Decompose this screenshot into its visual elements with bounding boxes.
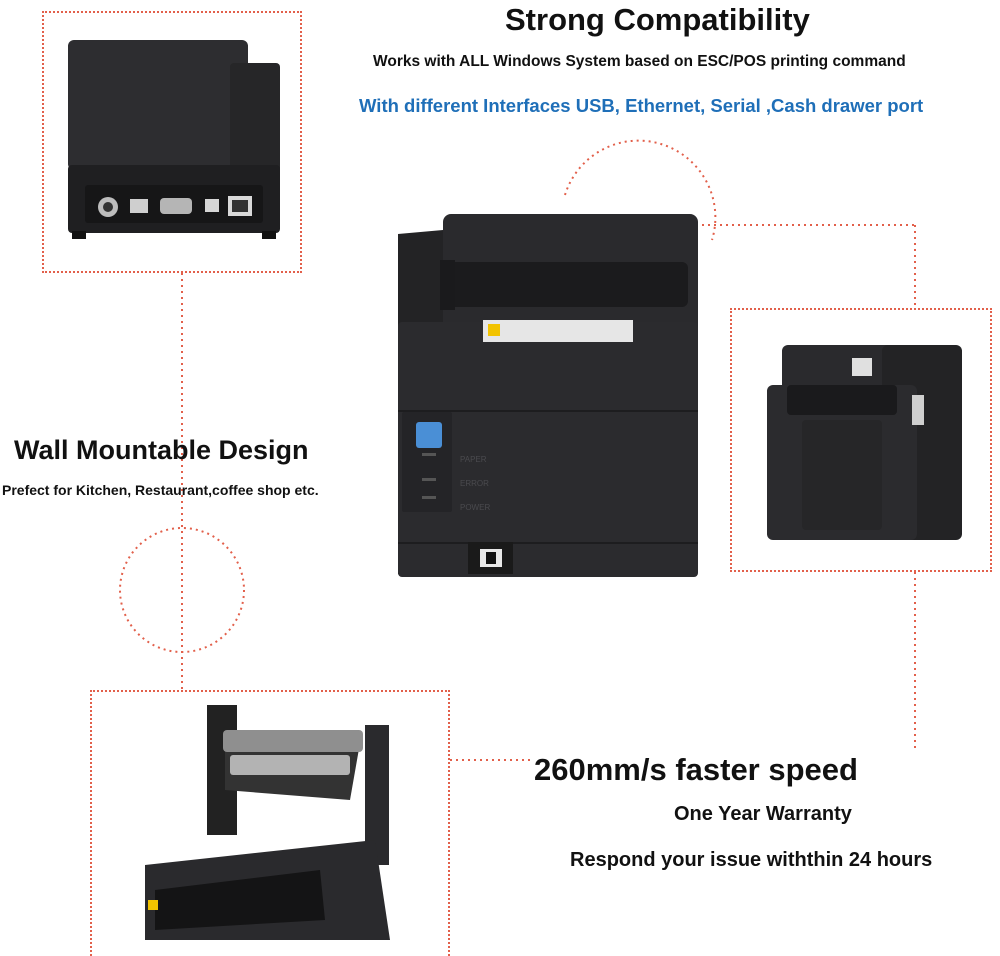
frame-open-view — [90, 690, 450, 956]
printer-rear-image — [68, 40, 280, 239]
indicator-paper: PAPER — [460, 455, 487, 464]
response-text: Respond your issue withthin 24 hours — [570, 849, 933, 871]
warranty-text: One Year Warranty — [674, 803, 852, 825]
printer-front-image — [398, 214, 698, 577]
wall-mount-subtitle: Prefect for Kitchen, Restaurant,coffee s… — [2, 482, 319, 498]
wall-mount-title: Wall Mountable Design — [14, 435, 309, 465]
indicator-power: POWER — [460, 503, 491, 512]
page-title: Strong Compatibility — [505, 2, 810, 37]
printer-side-image — [767, 345, 962, 540]
frame-side-view — [730, 308, 992, 572]
printer-indicator-labels: PAPER ERROR POWER — [460, 448, 490, 520]
frame-rear-view — [42, 11, 302, 273]
speed-title: 260mm/s faster speed — [534, 752, 858, 787]
compatibility-subtitle: Works with ALL Windows System based on E… — [373, 53, 906, 70]
printer-open-image — [145, 705, 390, 940]
indicator-error: ERROR — [460, 479, 489, 488]
interfaces-subtitle: With different Interfaces USB, Ethernet,… — [359, 95, 924, 116]
